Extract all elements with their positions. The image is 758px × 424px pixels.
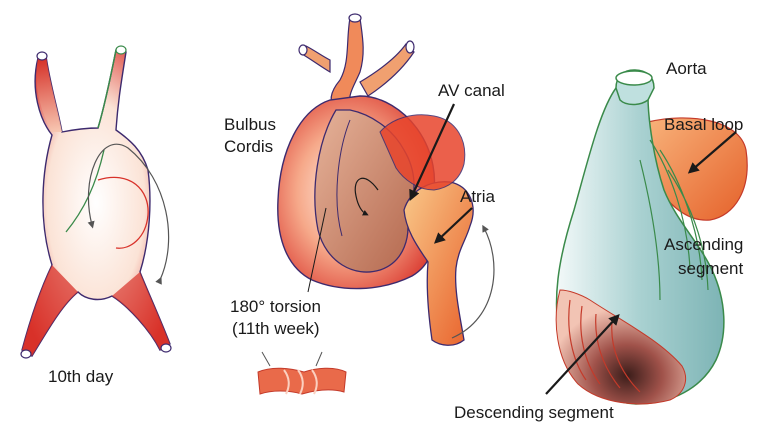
vessel-end-top xyxy=(349,14,361,22)
label-ascending-line1: Ascending xyxy=(664,235,743,254)
heart-10th-day: 10th day xyxy=(21,46,171,386)
vessel-end-right xyxy=(406,41,414,53)
label-bulbus-line2: Cordis xyxy=(224,137,273,156)
left-arm-shading xyxy=(36,56,62,132)
heart-11th-week: Bulbus Cordis AV canal Atria 180° torsio… xyxy=(224,14,505,394)
pointer-dash-left xyxy=(262,352,270,366)
label-av-canal: AV canal xyxy=(438,81,505,100)
pointer-dash-right xyxy=(316,352,322,366)
label-10th-day: 10th day xyxy=(48,367,114,386)
label-aorta: Aorta xyxy=(666,59,707,78)
vessel-end-top-right xyxy=(116,46,126,54)
label-ascending-line2: segment xyxy=(678,259,743,278)
vessel-end-left xyxy=(299,45,307,55)
vessel-end-bottom-left xyxy=(21,350,31,358)
label-descending: Descending segment xyxy=(454,403,614,422)
label-torsion-line2: (11th week) xyxy=(232,319,320,338)
label-basal-loop: Basal loop xyxy=(664,115,743,134)
great-vessel-right xyxy=(360,44,414,96)
label-bulbus-line1: Bulbus xyxy=(224,115,276,134)
label-atria: Atria xyxy=(460,187,496,206)
label-torsion-line1: 180° torsion xyxy=(230,297,321,316)
vessel-end-top-left xyxy=(37,52,47,60)
vessel-end-bottom-right xyxy=(161,344,171,352)
aorta-opening xyxy=(616,71,652,85)
heart-segments: Aorta Basal loop Ascending segment Desce… xyxy=(454,59,747,422)
